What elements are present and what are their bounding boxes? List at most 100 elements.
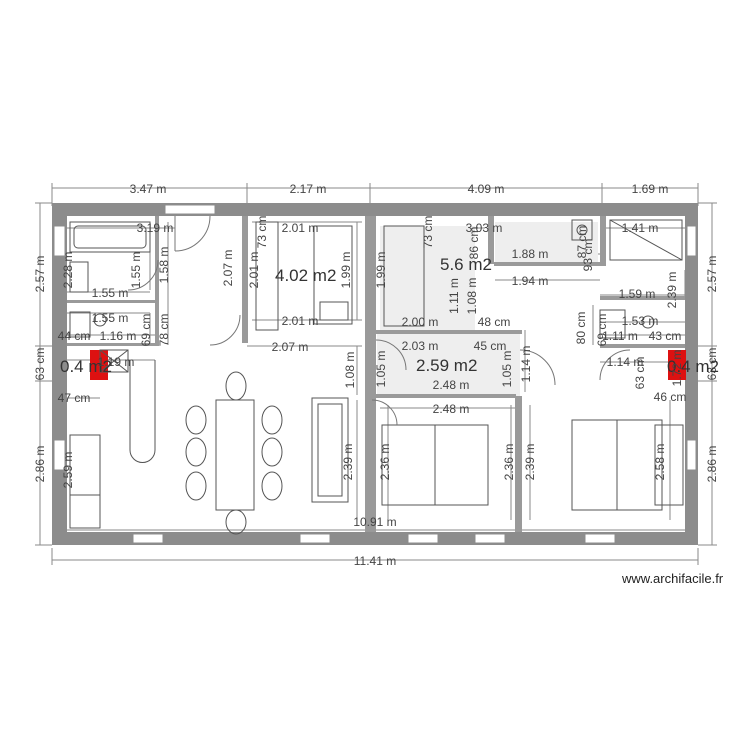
interior-dim-label: 2.36 m [378, 444, 392, 481]
right-dim-label: 2.86 m [705, 446, 719, 483]
interior-dim-label: 43 cm [649, 329, 682, 343]
kitchen-island [129, 360, 156, 463]
interior-dim-label: 2.48 m [433, 402, 470, 416]
interior-dim-label: 1.14 m [519, 346, 533, 383]
interior-dim-label: 87 cm [575, 226, 589, 259]
interior-dim-label: 2.48 m [433, 378, 470, 392]
interior-dim-label: 69 cm [595, 314, 609, 347]
interior-dim-label: 2.01 m [282, 221, 319, 235]
interior-dim-label: 48 cm [478, 315, 511, 329]
bathtub [69, 221, 151, 253]
sofa [311, 397, 349, 503]
chimney-right [668, 350, 686, 380]
top-dimension-labels: 3.47 m 2.17 m 4.09 m 1.69 m [130, 182, 669, 196]
interior-dim-label: 1.05 m [500, 351, 514, 388]
interior-dim-label: 1.14 m [607, 355, 644, 369]
interior-dim-label: 93 cm [581, 239, 595, 272]
interior-dim-label: 44 cm [58, 329, 91, 343]
interior-dim-label: 86 cm [467, 227, 481, 260]
dining-table [215, 399, 255, 511]
top-dim-label: 3.47 m [130, 182, 167, 196]
interior-dim-label: 1.88 m [512, 247, 549, 261]
interior-dim-label: 1.94 m [512, 274, 549, 288]
interior-dim-label: 3.19 m [137, 221, 174, 235]
wardrobe-right [654, 424, 684, 506]
area-label: 2.59 m2 [416, 356, 477, 375]
right-dimension-labels: 2.57 m 63 cm 2.86 m [705, 256, 719, 483]
watermark: www.archifacile.fr [622, 571, 724, 586]
area-label: 4.02 m2 [275, 266, 336, 285]
interior-dim-label: 2.36 m [502, 444, 516, 481]
right-dim-label: 63 cm [705, 348, 719, 381]
inner-width-label: 10.91 m [353, 515, 396, 529]
interior-dim-label: 1.11 m [602, 329, 638, 343]
left-dim-label: 2.86 m [33, 446, 47, 483]
shaded-zones [377, 222, 598, 396]
interior-dim-label: 46 cm [654, 390, 687, 404]
interior-dim-label: 1.99 m [339, 252, 353, 289]
interior-dim-label: 45 cm [474, 339, 507, 353]
chairs [185, 371, 283, 535]
interior-dim-label: 1.58 m [157, 247, 171, 284]
left-dim-label: 63 cm [33, 348, 47, 381]
interior-dim-label: 2.59 m [61, 452, 75, 489]
top-dim-label: 2.17 m [290, 182, 327, 196]
interior-dim-label: 1.55 m [92, 286, 129, 300]
shower-basin [571, 219, 593, 241]
toilet [69, 311, 91, 338]
stove [99, 349, 129, 373]
interior-dim-label: 3.03 m [466, 221, 503, 235]
left-dimension-labels: 2.57 m 63 cm 2.86 m [33, 256, 47, 483]
left-dim-label: 2.57 m [33, 256, 47, 293]
area-label: 0.4 m2 [667, 357, 719, 376]
interior-dim-label: 2.39 m [523, 444, 537, 481]
desk [313, 225, 353, 325]
interior-dim-label: 1.59 m [619, 287, 656, 301]
interior-dim-label: 2.39 m [665, 272, 679, 309]
interior-dim-label: 1.16 m [100, 329, 137, 343]
top-dim-label: 1.69 m [632, 182, 669, 196]
interior-dim-label: 47 cm [58, 391, 91, 405]
interior-dim-label: 1.99 m [374, 252, 388, 289]
interior-dim-label: 1.08 m [465, 278, 479, 315]
interior-walls [67, 216, 685, 532]
shower [609, 219, 683, 261]
interior-dim-label: 69 cm [139, 314, 153, 347]
washbasin [69, 261, 89, 293]
interior-dim-label: 63 cm [633, 357, 647, 390]
interior-dim-label: 2.07 m [272, 340, 309, 354]
interior-dim-label: 2.39 m [341, 444, 355, 481]
interior-dim-label: 1.55 m [92, 311, 129, 325]
bed-small [383, 225, 425, 327]
interior-dim-label: 2.00 m [402, 315, 439, 329]
interior-dim-label: 1.53 m [622, 314, 659, 328]
interior-dim-label: 2.07 m [221, 250, 235, 287]
toilet-right [599, 309, 626, 339]
furniture [69, 219, 684, 535]
interior-dim-label: 2.01 m [282, 314, 319, 328]
doors [127, 215, 631, 426]
interior-dim-label: 1.05 m [374, 351, 388, 388]
top-dim-label: 4.09 m [468, 182, 505, 196]
interior-dim-label: 1.55 m [129, 252, 143, 289]
interior-dim-label: 73 cm [255, 216, 269, 249]
windows [53, 204, 697, 544]
wardrobe-left [255, 221, 279, 331]
interior-dim-label: 78 cm [157, 314, 171, 347]
area-label: 5.6 m2 [440, 255, 492, 274]
bottom-dim-label: 11.41 m [354, 554, 396, 568]
interior-dim-label: 1.41 m [622, 221, 659, 235]
interior-dim-label: 1.11 m [447, 278, 461, 314]
interior-dim-label: 2.58 m [653, 444, 667, 481]
area-label: 0.4 m2 [60, 357, 112, 376]
interior-dim-label: 73 cm [421, 216, 435, 249]
interior-dim-label: 1.08 m [343, 352, 357, 389]
interior-dim-label: 2.03 m [402, 339, 439, 353]
right-dim-label: 2.57 m [705, 256, 719, 293]
interior-dim-label: 1.72 m [670, 350, 684, 387]
interior-dim-label: 2.28 m [61, 252, 75, 289]
room-area-labels: 4.02 m2 5.6 m2 2.59 m2 0.4 m2 0.4 m2 [60, 255, 719, 376]
interior-dim-label: 2.01 m [247, 252, 261, 289]
